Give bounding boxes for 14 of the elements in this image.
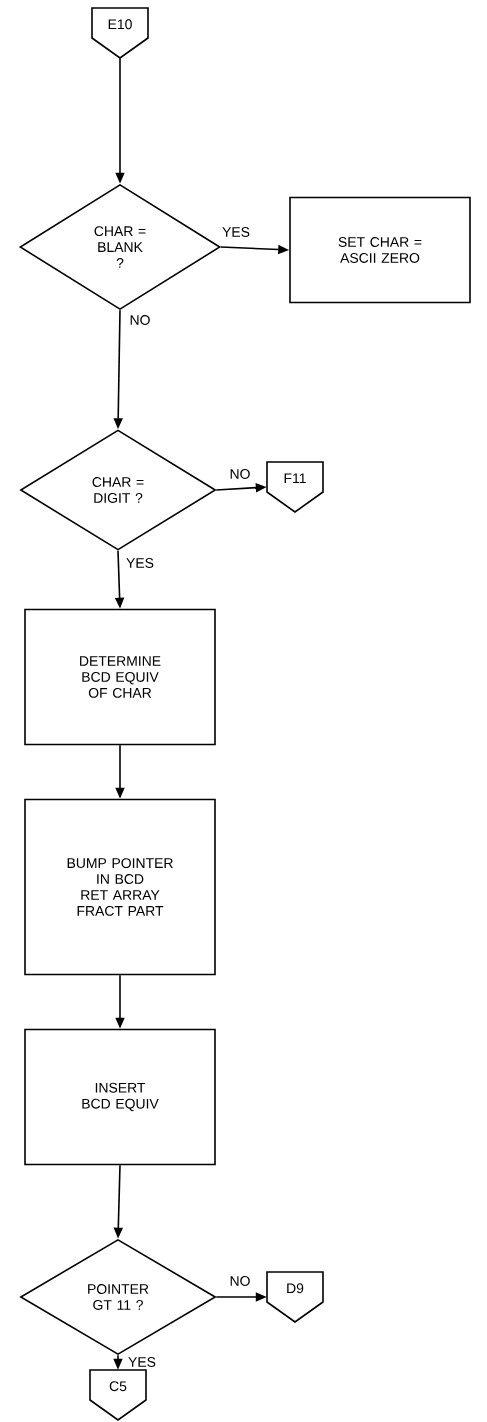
process-box: SET CHAR = ASCII ZERO bbox=[289, 196, 471, 304]
process-box: DETERMINE BCD EQUIV OF CHAR bbox=[24, 608, 216, 746]
off-page-connector: C5 bbox=[89, 1369, 147, 1421]
process-box: BUMP POINTER IN BCD RET ARRAY FRACT PART bbox=[24, 798, 216, 976]
off-page-connector: F11 bbox=[266, 461, 324, 513]
edge-label: YES bbox=[221, 226, 251, 238]
off-page-connector: D9 bbox=[266, 1271, 324, 1323]
off-page-connector: E10 bbox=[91, 7, 149, 59]
process-box: INSERT BCD EQUIV bbox=[24, 1028, 216, 1166]
edge-label: YES bbox=[125, 557, 155, 569]
edge-label: NO bbox=[228, 468, 252, 480]
edge-label: NO bbox=[228, 1275, 252, 1287]
edge-label: NO bbox=[128, 314, 152, 326]
edge-label: YES bbox=[127, 1356, 157, 1368]
